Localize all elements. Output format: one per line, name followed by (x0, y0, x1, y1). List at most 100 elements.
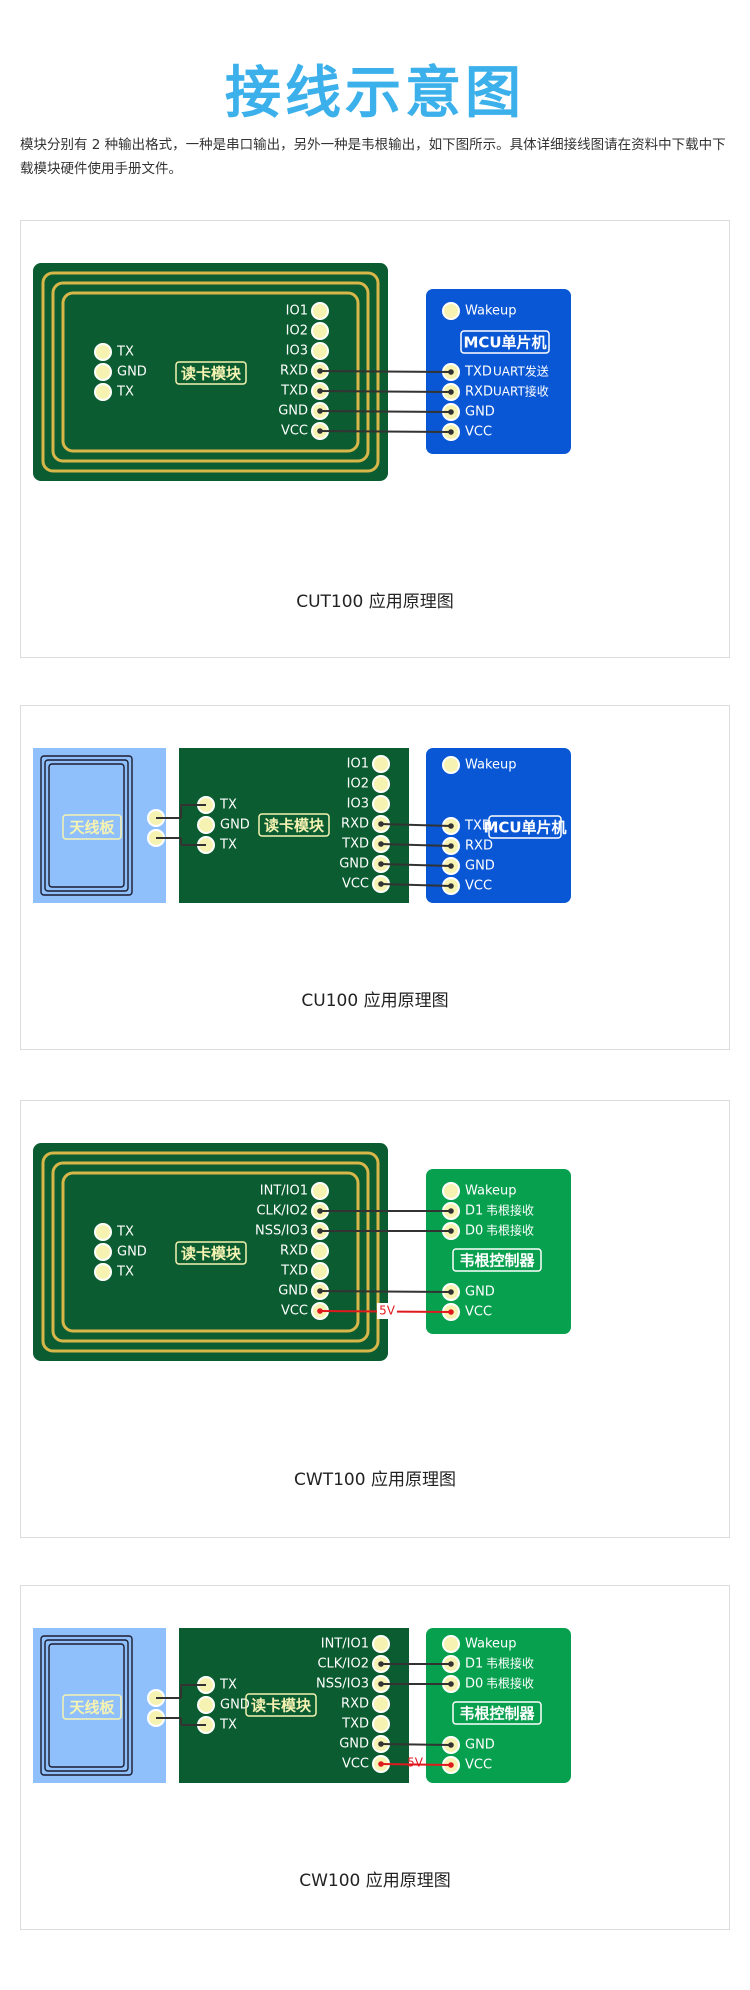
wire-dot (448, 1309, 454, 1315)
wakeup-pin (442, 302, 460, 320)
wire-dot (378, 821, 384, 827)
reader-pin-label-io1: IO1 (347, 757, 369, 772)
diagram-cut100: TXGNDTX读卡模块IO1IO2IO3RXDTXDGNDVCCWakeupMC… (33, 263, 571, 481)
wire-dot (448, 883, 454, 889)
reader-pin-label-rxd: RXD (280, 1244, 308, 1259)
wakeup-pin (442, 1182, 460, 1200)
wire-dot (378, 881, 384, 887)
wiegand-pin-label-vcc: VCC (465, 1758, 492, 1773)
intro-text: 模块分别有 2 种输出格式，一种是串口输出，另外一种是韦根输出，如下图所示。具体… (20, 137, 726, 177)
wiegand-pin-label-gnd: GND (465, 1738, 495, 1753)
reader-board (33, 263, 388, 481)
mcu-label: MCU单片机 (463, 334, 546, 352)
reader-pin-io3 (311, 342, 329, 360)
wire-dot (378, 1741, 384, 1747)
wire-dot (317, 408, 323, 414)
wiegand-recv-label: 韦根接收 (486, 1203, 534, 1218)
reader-pin-label-nss-io3: NSS/IO3 (316, 1677, 369, 1692)
reader-pin-label-io1: IO1 (286, 304, 308, 319)
mcu-label-box (488, 815, 562, 839)
wire-txd (380, 823, 452, 827)
wire-dot (448, 1681, 454, 1687)
wire-dot (448, 369, 454, 375)
mcu-pin-label-vcc: VCC (465, 425, 492, 440)
reader-label-box (175, 1241, 247, 1265)
reader-pin-tx (94, 343, 112, 361)
reader-pin-label-txd: TXD (341, 837, 369, 852)
antenna-coil-trace (51, 1161, 370, 1343)
antenna-board (33, 748, 166, 903)
five-v-bg (377, 1303, 397, 1319)
reader-pin-gnd (197, 816, 215, 834)
mcu-pin-label-gnd: GND (465, 859, 495, 874)
antenna-coil-trace (61, 1171, 360, 1333)
page-title: 接线示意图 (225, 61, 525, 126)
reader-label: 读卡模块 (181, 365, 242, 383)
reader-pin-rxd (311, 1242, 329, 1260)
caption-cw100: CW100 应用原理图 (299, 1871, 451, 1891)
wiegand-recv-label: 韦根接收 (486, 1656, 534, 1671)
reader-pin-label-tx: TX (116, 385, 134, 400)
wire-dot (317, 1208, 323, 1214)
antenna-coil-loop (40, 1635, 133, 1776)
reader-pin-txd (372, 1715, 390, 1733)
wire-dot (448, 1661, 454, 1667)
reader-label-box (258, 813, 330, 837)
antenna-coil-loop (48, 763, 125, 888)
wire-dot (448, 429, 454, 435)
mcu-label: MCU单片机 (483, 819, 566, 837)
wire-dot (448, 1289, 454, 1295)
reader-label-box (175, 361, 247, 385)
reader-pin-label-txd: TXD (280, 384, 308, 399)
reader-pin-label-vcc: VCC (281, 424, 308, 439)
antenna-coil-loop (44, 759, 129, 892)
wire-dot (448, 1742, 454, 1748)
wire-rxd (319, 390, 452, 393)
antenna-label: 天线板 (69, 1699, 115, 1717)
reader-pin-io1 (372, 755, 390, 773)
wire-rxd (380, 843, 452, 847)
wire-vcc (380, 883, 452, 887)
wire-dot (317, 428, 323, 434)
caption-cu100: CU100 应用原理图 (301, 991, 449, 1011)
wire-dot (378, 841, 384, 847)
reader-label: 读卡模块 (264, 817, 325, 835)
wiegand-label-box (452, 1248, 542, 1272)
reader-pin-tx (94, 1223, 112, 1241)
reader-pin-rxd (372, 1695, 390, 1713)
wire-dot (317, 1228, 323, 1234)
uart-recv-label: UART接收 (493, 384, 549, 399)
wiegand-label: 韦根控制器 (459, 1252, 535, 1270)
reader-label: 读卡模块 (251, 1697, 312, 1715)
reader-pin-int-io1 (372, 1635, 390, 1653)
reader-pin-label-rxd: RXD (280, 364, 308, 379)
reader-pin-label-gnd: GND (339, 857, 369, 872)
wire-dot (317, 1308, 323, 1314)
reader-pin-label-tx: TX (219, 1678, 237, 1693)
reader-pin-io2 (311, 322, 329, 340)
reader-pin-label-io2: IO2 (347, 777, 369, 792)
reader-pin-label-vcc: VCC (342, 1757, 369, 1772)
mcu-pin-label-vcc: VCC (465, 879, 492, 894)
wiegand-recv-label: 韦根接收 (486, 1223, 534, 1238)
reader-pin-label-int-io1: INT/IO1 (260, 1184, 308, 1199)
mcu-pin-label-rxd: RXD (465, 385, 493, 400)
wire-gnd (319, 410, 452, 413)
wire-dot (448, 389, 454, 395)
reader-pin-label-gnd: GND (278, 404, 308, 419)
wiegand-label: 韦根控制器 (459, 1705, 535, 1723)
mcu-board (426, 748, 571, 903)
wakeup-label: Wakeup (465, 1637, 517, 1652)
caption-cwt100: CWT100 应用原理图 (294, 1470, 456, 1490)
wire-gnd (319, 1290, 452, 1293)
wire-txd (319, 370, 452, 373)
wiegand-pin-label-d0: D0 (465, 1677, 483, 1692)
reader-pin-label-tx: TX (116, 1225, 134, 1240)
wiegand-board (426, 1169, 571, 1334)
wiegand-pin-label-gnd: GND (465, 1285, 495, 1300)
reader-pin-label-vcc: VCC (342, 877, 369, 892)
wakeup-pin (442, 1635, 460, 1653)
